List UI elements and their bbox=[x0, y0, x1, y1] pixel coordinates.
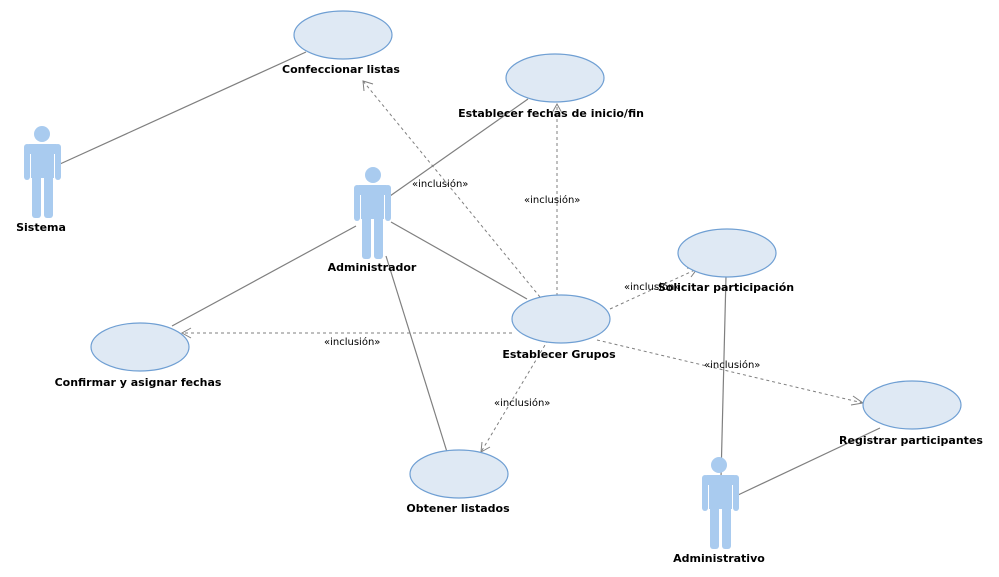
include-label-solicitar: «inclusión» bbox=[624, 281, 680, 293]
actor-icon bbox=[24, 126, 61, 218]
usecase-obtener-listados[interactable]: Obtener listados bbox=[406, 449, 510, 515]
usecase-confeccionar-listas[interactable]: Confeccionar listas bbox=[282, 10, 400, 76]
include-label-listados: «inclusión» bbox=[494, 397, 550, 409]
include-grupos-registrar bbox=[596, 339, 865, 406]
usecase-label: Obtener listados bbox=[406, 502, 510, 515]
assoc-administrador-listados bbox=[385, 255, 448, 453]
include-label-confirmar: «inclusión» bbox=[324, 336, 380, 348]
usecase-establecer-grupos[interactable]: Establecer Grupos bbox=[502, 294, 616, 361]
assoc-sistema-confeccionar bbox=[59, 51, 307, 165]
usecase-solicitar-participacion[interactable]: Solicitar participación bbox=[658, 228, 794, 294]
actor-label: Administrador bbox=[328, 261, 417, 274]
actor-administrativo[interactable]: Administrativo bbox=[673, 457, 765, 565]
assoc-administrador-fechas bbox=[389, 98, 529, 197]
usecase-label: Registrar participantes bbox=[839, 434, 983, 447]
actor-administrador[interactable]: Administrador bbox=[328, 167, 417, 274]
usecase-label: Confirmar y asignar fechas bbox=[55, 376, 222, 389]
usecase-label: Establecer Grupos bbox=[502, 348, 616, 361]
usecase-confirmar-asignar[interactable]: Confirmar y asignar fechas bbox=[55, 322, 222, 389]
usecase-label: Confeccionar listas bbox=[282, 63, 400, 76]
usecase-label: Solicitar participación bbox=[658, 281, 794, 294]
include-grupos-confeccionar bbox=[362, 80, 541, 298]
actor-icon bbox=[354, 167, 391, 259]
actor-label: Administrativo bbox=[673, 552, 765, 565]
include-grupos-fechas bbox=[551, 102, 563, 296]
assoc-administrador-grupos bbox=[390, 221, 528, 300]
actor-icon bbox=[702, 457, 739, 549]
include-label-confeccionar: «inclusión» bbox=[412, 178, 468, 190]
usecase-label: Establecer fechas de inicio/fin bbox=[458, 107, 644, 120]
include-label-fechas: «inclusión» bbox=[524, 194, 580, 206]
assoc-administrativo-solicitar bbox=[720, 275, 727, 479]
assoc-administrativo-registrar bbox=[737, 427, 881, 496]
usecase-establecer-fechas[interactable]: Establecer fechas de inicio/fin bbox=[458, 53, 644, 120]
actor-label: Sistema bbox=[16, 221, 66, 234]
usecase-registrar-participantes[interactable]: Registrar participantes bbox=[839, 380, 983, 447]
include-label-registrar: «inclusión» bbox=[704, 359, 760, 371]
actor-sistema[interactable]: Sistema bbox=[16, 126, 66, 234]
assoc-administrador-confirmar bbox=[171, 225, 357, 327]
include-grupos-confirmar bbox=[180, 327, 512, 339]
